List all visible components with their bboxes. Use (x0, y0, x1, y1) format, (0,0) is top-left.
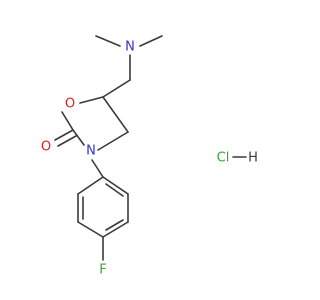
atom-o-ring: O (65, 97, 75, 112)
bond-me1-n (95, 35, 121, 47)
atom-fluorine: F (99, 263, 106, 278)
bond-ph-3 (102, 221, 129, 238)
bond-n3-c4 (97, 131, 129, 151)
bond-ph-inner-2 (105, 219, 124, 231)
bond-c2-n3 (72, 129, 85, 146)
bond-ph-inner-1 (105, 183, 124, 197)
bond-o1-c2 (61, 111, 74, 131)
atom-n-amine: N (125, 40, 135, 55)
bond-ph-6 (77, 176, 104, 195)
atom-chlorine: Cl (217, 151, 230, 166)
bond-c5-o1 (79, 96, 104, 104)
atom-n-ring: N (86, 144, 96, 159)
bond-n-me2 (139, 35, 163, 47)
atom-o-carbonyl: O (41, 140, 51, 155)
bond-ph-1 (102, 176, 129, 195)
bond-c2-o-carbonyl-a (54, 129, 74, 141)
atom-hydrogen: H (248, 151, 258, 166)
bond-c4-c5 (102, 96, 129, 133)
bond-ph-4 (77, 221, 104, 238)
molecule-structure: N O O N F Cl H (41, 35, 258, 278)
bond-ch2-c5 (102, 79, 131, 98)
bond-n3-phenyl (91, 159, 104, 178)
bond-c2-o-carbonyl-b (57, 135, 77, 147)
molecule-canvas: N O O N F Cl H (40, 35, 258, 278)
